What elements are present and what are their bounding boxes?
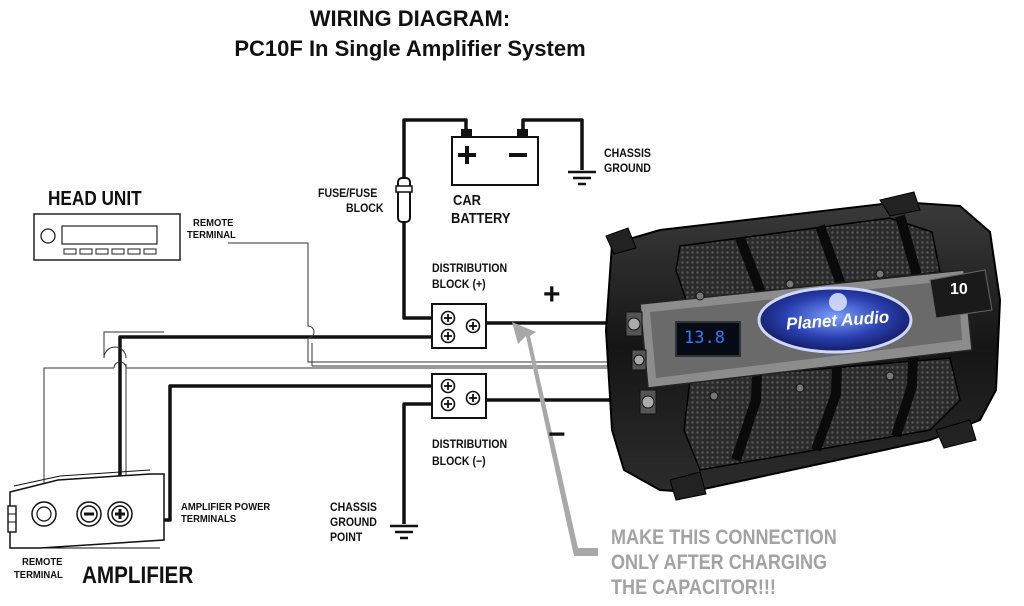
battery-negative-wire bbox=[521, 118, 584, 170]
chassis-ground-point-label-1: CHASSIS bbox=[330, 500, 377, 514]
distribution-block-positive bbox=[431, 303, 487, 349]
head-unit-label: HEAD UNIT bbox=[48, 188, 142, 210]
ground-symbol-bottom bbox=[390, 524, 418, 540]
dist-block-neg-label-2: BLOCK (−) bbox=[432, 454, 486, 468]
warning-line-2: ONLY AFTER CHARGING bbox=[611, 551, 828, 574]
amplifier-drawing bbox=[7, 469, 165, 549]
capacitor-drawing bbox=[604, 191, 1002, 501]
amplifier-label: AMPLIFIER bbox=[82, 562, 194, 589]
amp-power-label-1: AMPLIFIER POWER bbox=[181, 501, 271, 513]
negative-sign: − bbox=[548, 418, 566, 451]
fuse-block-label-1: FUSE/FUSE bbox=[318, 186, 378, 200]
fuse-to-dist-pos-wire bbox=[402, 222, 438, 320]
chassis-ground-top-label-1: CHASSIS bbox=[604, 146, 651, 160]
battery-positive-wire bbox=[402, 118, 468, 178]
distribution-block-negative bbox=[431, 373, 487, 419]
dist-block-pos-label-1: DISTRIBUTION bbox=[432, 261, 508, 275]
head-unit bbox=[33, 213, 181, 261]
remote-terminal-top-label-1: REMOTE bbox=[193, 217, 234, 229]
car-battery-label-2: BATTERY bbox=[451, 210, 511, 227]
fuse-block-label-2: BLOCK bbox=[346, 201, 384, 215]
capacitor-badge-number: 10 bbox=[950, 281, 968, 298]
chassis-ground-top-label-2: GROUND bbox=[604, 161, 651, 175]
amp-power-label-2: TERMINALS bbox=[181, 513, 237, 525]
dist-pos-to-amp-wire bbox=[118, 335, 438, 502]
fuse-symbol bbox=[395, 177, 413, 223]
chassis-ground-point-label-3: POINT bbox=[330, 530, 363, 544]
positive-sign: + bbox=[543, 278, 561, 311]
car-battery-label-1: CAR bbox=[453, 192, 481, 209]
remote-terminal-bottom-label-1: REMOTE bbox=[22, 556, 63, 568]
remote-terminal-bottom-label-2: TERMINAL bbox=[14, 569, 63, 581]
capacitor-display-value: 13.8 bbox=[684, 328, 725, 348]
diagram-title-line1: WIRING DIAGRAM: bbox=[309, 6, 511, 31]
car-battery bbox=[451, 129, 539, 186]
remote-terminal-top-label-2: TERMINAL bbox=[187, 229, 236, 241]
dist-block-pos-label-2: BLOCK (+) bbox=[432, 277, 486, 291]
chassis-ground-point-label-2: GROUND bbox=[330, 515, 377, 529]
warning-line-1: MAKE THIS CONNECTION bbox=[611, 526, 837, 549]
diagram-title-line2: PC10F In Single Amplifier System bbox=[234, 36, 586, 61]
dist-neg-to-ground-wire bbox=[402, 402, 438, 524]
remote-wires bbox=[43, 242, 640, 500]
power-wires bbox=[92, 118, 630, 524]
ground-symbol-top bbox=[568, 170, 596, 186]
dist-block-neg-label-1: DISTRIBUTION bbox=[432, 437, 508, 451]
warning-line-3: THE CAPACITOR!!! bbox=[611, 576, 776, 599]
